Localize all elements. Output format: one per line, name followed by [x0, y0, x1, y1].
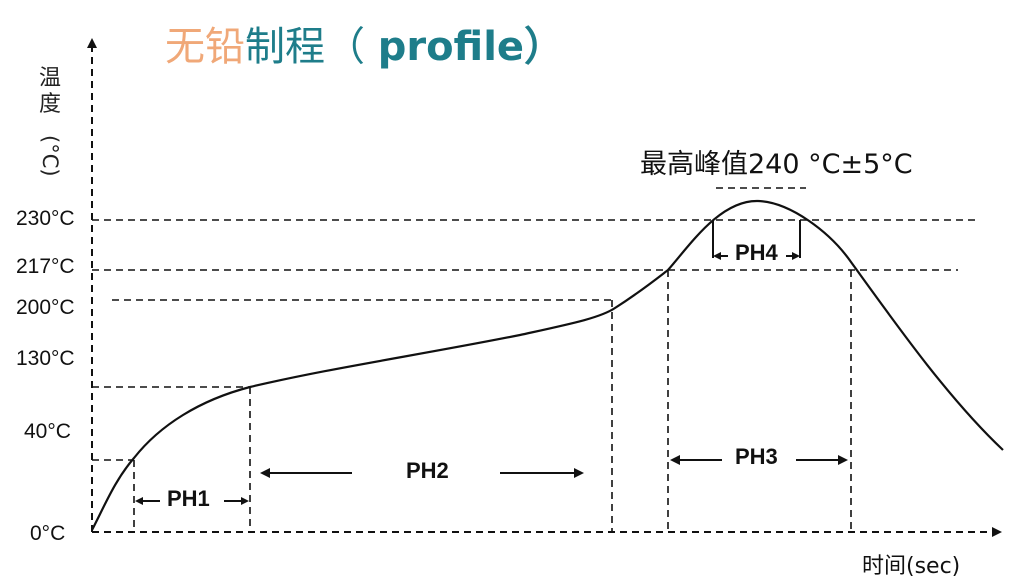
- tick-label-217: 217°C: [16, 255, 75, 278]
- y-axis-unit: (°C): [38, 135, 62, 177]
- tick-label-40: 40°C: [24, 420, 71, 443]
- peak-temperature-label: 最高峰值240 °C±5°C: [640, 149, 913, 180]
- phase-label-ph4: PH4: [735, 240, 778, 265]
- phase-label-ph3: PH3: [735, 444, 778, 469]
- y-axis-label-text: 温度: [38, 66, 61, 117]
- diagram-title: 无铅制程（ profile）: [165, 14, 564, 72]
- tick-label-230: 230°C: [16, 207, 75, 230]
- tick-label-0: 0°C: [30, 522, 66, 545]
- title-part-2: 制程（: [245, 24, 378, 70]
- y-axis-label: 温度 (°C): [36, 66, 64, 177]
- temperature-curve: [91, 199, 1004, 531]
- tick-label-130: 130°C: [16, 347, 75, 370]
- phase-label-ph1: PH1: [167, 486, 210, 511]
- title-part-3: profile）: [377, 24, 565, 70]
- phase-label-ph2: PH2: [406, 458, 449, 483]
- title-part-1: 无铅: [165, 24, 245, 70]
- x-axis-label: 时间(sec): [862, 554, 961, 579]
- tick-label-200: 200°C: [16, 296, 75, 319]
